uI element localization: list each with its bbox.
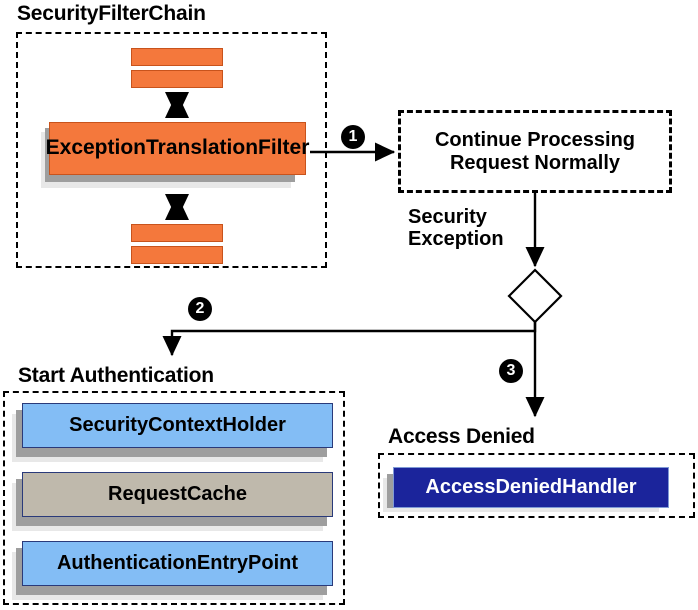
connector-step-2 — [162, 322, 537, 357]
group-label-access-denied: Access Denied — [388, 425, 535, 448]
process-box-continue-processing[interactable]: Continue Processing Request Normally — [398, 110, 672, 193]
step-marker-2: 2 — [188, 297, 212, 321]
decision-diamond — [507, 268, 563, 324]
filter-bar-bottom-1 — [131, 224, 223, 242]
group-label-start-authentication: Start Authentication — [18, 364, 214, 387]
step-marker-1: 1 — [341, 125, 365, 149]
node-exception-translation-filter[interactable]: ExceptionTranslationFilter — [46, 122, 309, 175]
group-box-security-filter-chain — [16, 32, 327, 268]
edge-label-security-exception: Security Exception — [408, 206, 504, 251]
step-marker-3: 3 — [499, 359, 523, 383]
node-authentication-entry-point[interactable]: AuthenticationEntryPoint — [22, 541, 333, 586]
node-security-context-holder[interactable]: SecurityContextHolder — [22, 403, 333, 448]
group-label-security-filter-chain: SecurityFilterChain — [17, 2, 206, 25]
node-request-cache[interactable]: RequestCache — [22, 472, 333, 517]
node-access-denied-handler[interactable]: AccessDeniedHandler — [393, 467, 669, 508]
filter-bar-bottom-2 — [131, 246, 223, 264]
filter-bar-top-1 — [131, 48, 223, 66]
group-box-start-authentication — [3, 391, 345, 605]
group-box-access-denied — [378, 453, 695, 518]
filter-bar-top-2 — [131, 70, 223, 88]
